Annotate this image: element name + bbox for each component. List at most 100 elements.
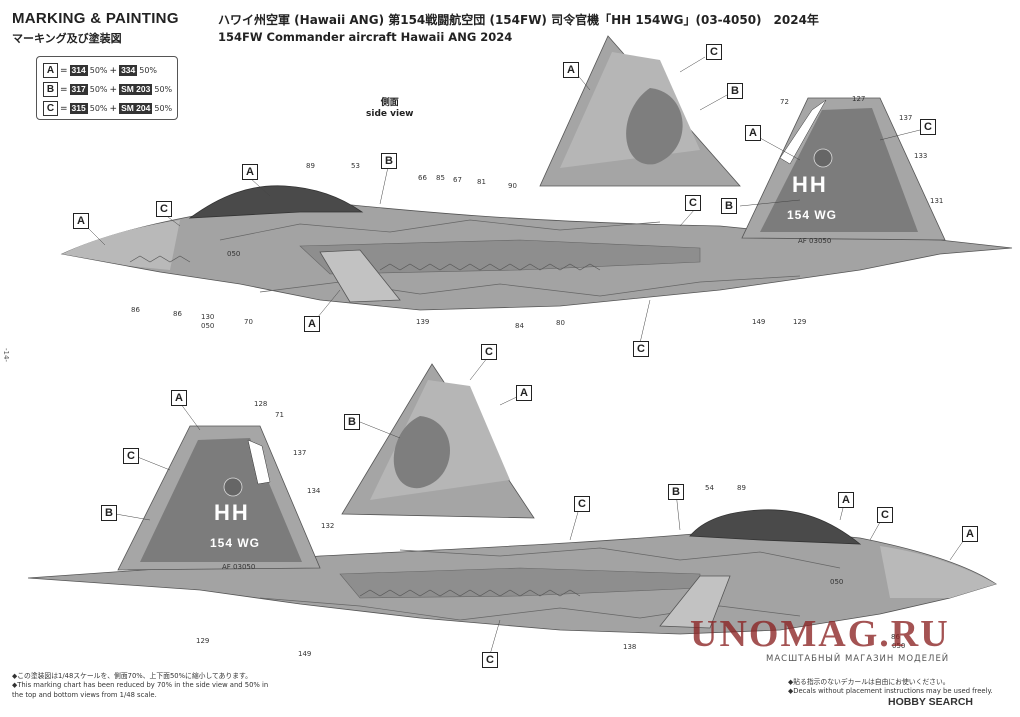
page-subtitle: マーキング及び塗装図 (12, 32, 122, 45)
legend-pct-2: 50% (154, 104, 173, 113)
decal-number: 54 (705, 484, 714, 492)
decal-number: 128 (254, 400, 268, 408)
note-decal-jp: ◆貼る指示のないデカールは自由にお使いください。 (788, 678, 950, 686)
area-label-c: C (920, 119, 936, 135)
decal-number: 149 (752, 318, 766, 326)
decal-number: 85 (436, 174, 445, 182)
side-view-jp: 側面 (380, 98, 399, 108)
decal-number: 139 (416, 318, 430, 326)
area-label-c: C (156, 201, 172, 217)
nose-code-upper: 050 (227, 250, 241, 258)
legend-color-1: 315 (69, 103, 88, 114)
legend-row-b: B = 317 50% + SM 203 50% (43, 82, 172, 97)
decal-number: 050 (892, 642, 906, 650)
note-decal-en: ◆Decals without placement instructions m… (788, 687, 993, 695)
legend-key: B (43, 82, 58, 97)
note-jp: ◆この塗装図は1/48スケールを、側面70%、上下面50%に縮小してあります。 (12, 672, 252, 680)
decal-number: 130 (201, 313, 215, 321)
legend-plus: + (109, 65, 118, 76)
decal-number: 66 (418, 174, 427, 182)
area-label-a: A (304, 316, 320, 332)
canopy-lower (689, 509, 862, 545)
side-view-en: side view (366, 109, 414, 119)
area-label-b: B (721, 198, 737, 214)
legend-plus: + (109, 103, 118, 114)
tail-unit-lower: 154 WG (210, 536, 261, 550)
area-label-a: A (962, 526, 978, 542)
page-title: MARKING & PAINTING (12, 10, 179, 27)
decal-number: 67 (453, 176, 462, 184)
side-view-caption: 側面 side view (366, 98, 414, 120)
legend-color-2: SM 203 (119, 84, 153, 95)
decal-number: 129 (793, 318, 807, 326)
legend-key: A (43, 63, 58, 78)
decal-number: 137 (899, 114, 913, 122)
tail-serial-upper: AF 03050 (798, 237, 832, 245)
area-label-b: B (668, 484, 684, 500)
area-label-a: A (73, 213, 89, 229)
color-legend: A = 314 50% + 334 50% B = 317 50% + SM 2… (36, 56, 178, 120)
aircraft-title-en: 154FW Commander aircraft Hawaii ANG 2024 (218, 30, 513, 44)
decal-number: 127 (852, 95, 866, 103)
legend-color-2: SM 204 (119, 103, 153, 114)
aircraft-left-side-view (60, 35, 1013, 311)
watermark-logo: UNOMAG.RU (690, 613, 950, 655)
legend-pct-2: 50% (154, 85, 173, 94)
legend-color-1: 317 (69, 84, 88, 95)
legend-pct-1: 50% (89, 104, 108, 113)
area-label-a: A (516, 385, 532, 401)
nose-code-lower: 050 (830, 578, 844, 586)
decal-number: 81 (477, 178, 486, 186)
decal-number: 138 (623, 643, 637, 651)
decal-number: 80 (556, 319, 565, 327)
legend-row-c: C = 315 50% + SM 204 50% (43, 101, 172, 116)
decal-number: 132 (321, 522, 335, 530)
aircraft-title-jp: ハワイ州空軍 (Hawaii ANG) 第154戦闘航空団 (154FW) 司令… (218, 13, 819, 27)
note-en-1: ◆This marking chart has been reduced by … (12, 681, 269, 689)
decal-number: 133 (914, 152, 928, 160)
area-label-c: C (633, 341, 649, 357)
area-label-a: A (242, 164, 258, 180)
tail-serial-lower: AF 03050 (222, 563, 256, 571)
area-label-c: C (123, 448, 139, 464)
decal-number: 86 (173, 310, 182, 318)
legend-row-a: A = 314 50% + 334 50% (43, 63, 157, 78)
decal-number: 050 (201, 322, 215, 330)
decal-number: 90 (508, 182, 517, 190)
legend-plus: + (109, 84, 118, 95)
area-label-c: C (685, 195, 701, 211)
area-label-c: C (877, 507, 893, 523)
area-label-a: A (838, 492, 854, 508)
decal-number: 86 (891, 633, 900, 641)
tail-unit-upper: 154 WG (787, 208, 838, 222)
decal-number: 134 (307, 487, 321, 495)
aircraft-right-side-view (27, 363, 997, 635)
decal-number: 89 (306, 162, 315, 170)
area-label-b: B (344, 414, 360, 430)
area-label-b: B (381, 153, 397, 169)
area-label-c: C (482, 652, 498, 668)
legend-pct-1: 50% (89, 66, 108, 75)
canopy (188, 185, 364, 219)
tail-code-upper: HH (792, 172, 828, 197)
decal-number: 131 (930, 197, 944, 205)
area-label-c: C (706, 44, 722, 60)
area-label-a: A (745, 125, 761, 141)
legend-eq: = (60, 103, 68, 114)
decal-number: 84 (515, 322, 524, 330)
tail-code-lower: HH (214, 500, 250, 525)
decal-number: 89 (737, 484, 746, 492)
area-label-c: C (574, 496, 590, 512)
decal-number: 70 (244, 318, 253, 326)
area-label-b: B (101, 505, 117, 521)
decal-number: 86 (131, 306, 140, 314)
decal-number: 72 (780, 98, 789, 106)
decal-number: 149 (298, 650, 312, 658)
page-number: -14- (2, 348, 10, 362)
legend-eq: = (60, 84, 68, 95)
decal-number: 53 (351, 162, 360, 170)
legend-key: C (43, 101, 58, 116)
legend-color-1: 314 (69, 65, 88, 76)
area-label-b: B (727, 83, 743, 99)
